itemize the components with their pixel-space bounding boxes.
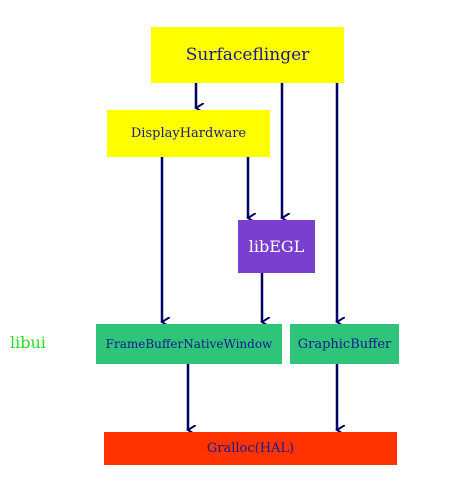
libui-group-label: libui [10,333,46,352]
framebuffernativewindow-node: FrameBufferNativeWindow [96,324,282,364]
graphicbuffer-node: GraphicBuffer [290,324,399,364]
displayhardware-node: DisplayHardware [107,110,270,157]
gralloc-node: Gralloc(HAL) [104,432,397,465]
surfaceflinger-node: Surfaceflinger [151,27,344,83]
libegl-node: libEGL [238,220,315,273]
